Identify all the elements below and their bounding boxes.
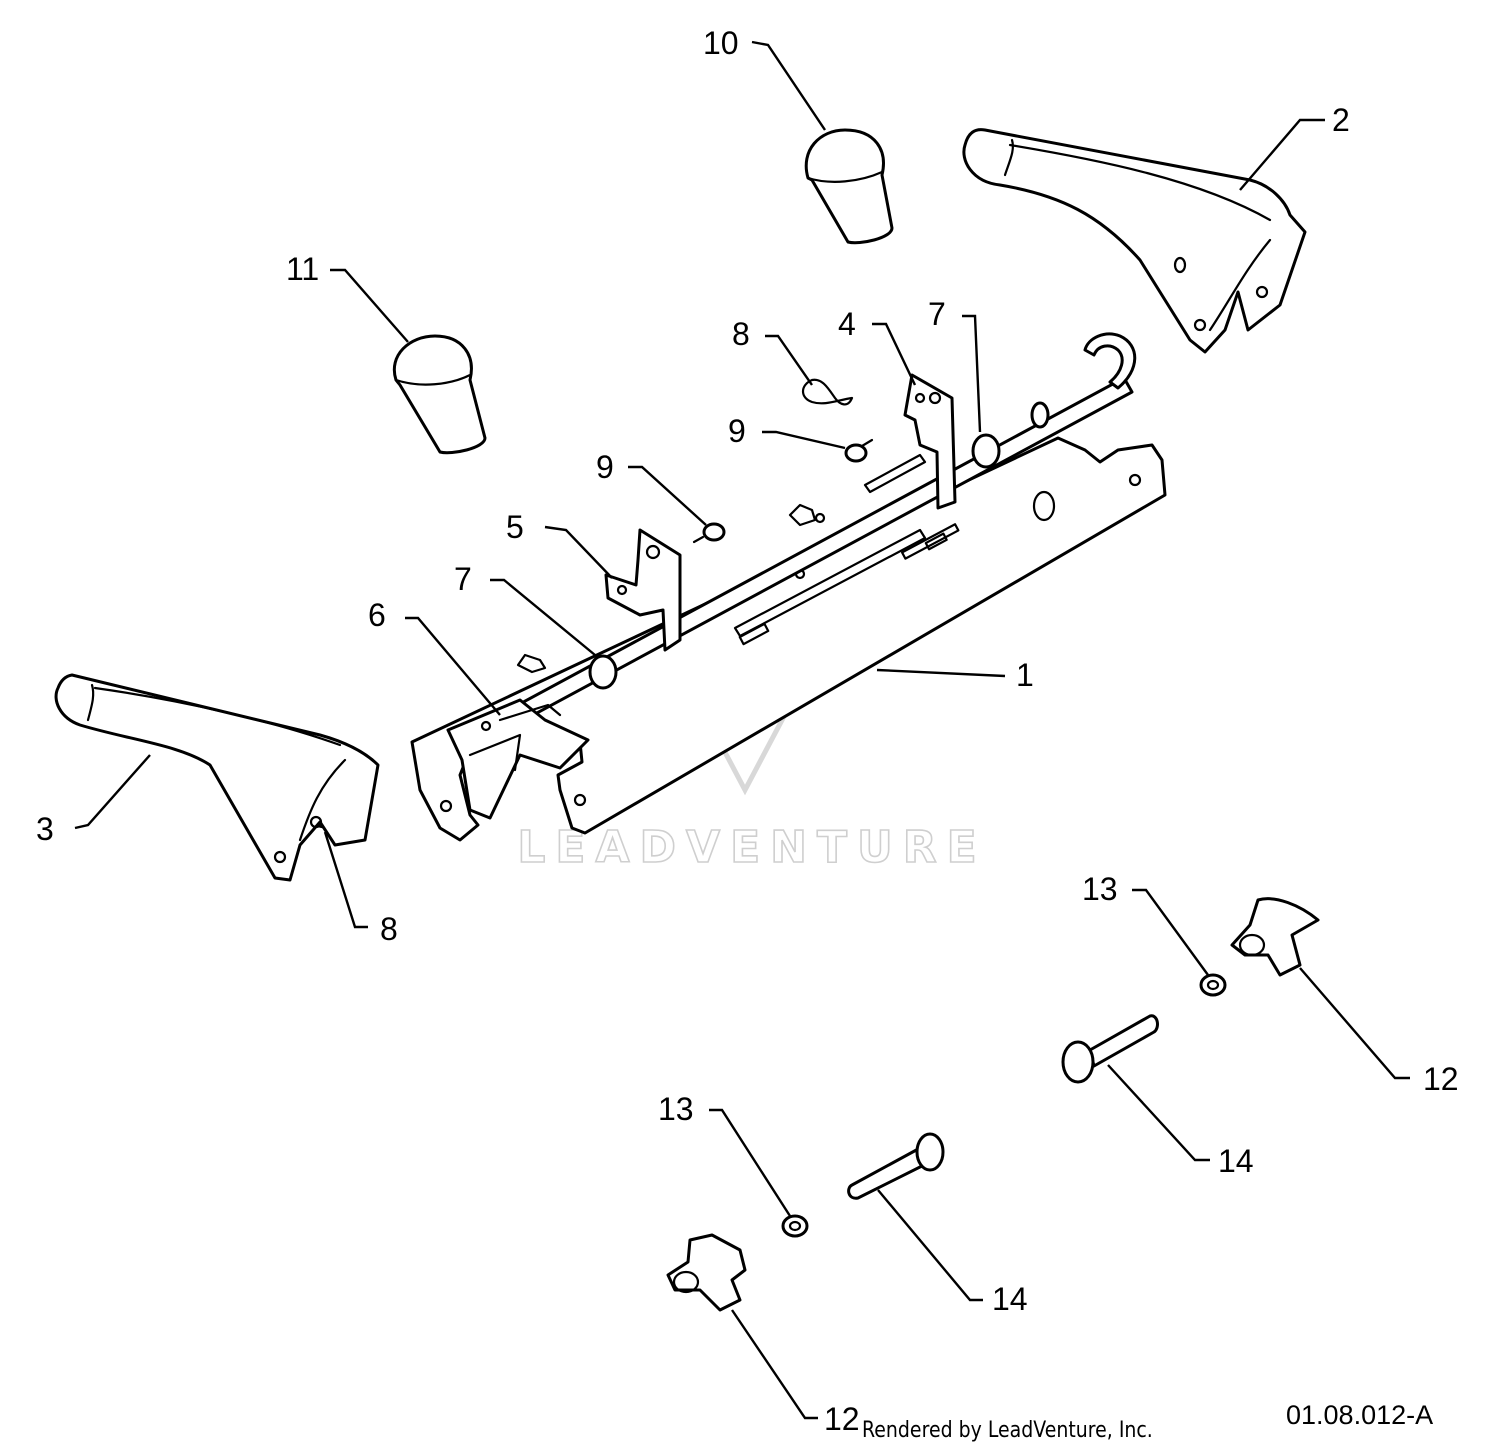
callout-2: 2 xyxy=(1332,102,1350,138)
callout-8-upper: 8 xyxy=(732,316,750,352)
part-12-star-knob-left xyxy=(666,1233,747,1312)
part-13-washer-right xyxy=(1199,973,1227,997)
callout-8-lower: 8 xyxy=(380,911,398,947)
part-14-carriage-bolt-left xyxy=(847,1132,945,1200)
callout-14-left: 14 xyxy=(992,1281,1028,1317)
part-9-bolt-upper xyxy=(844,438,874,463)
part-4-bracket xyxy=(863,373,957,510)
part-7-bushing-left xyxy=(588,654,618,690)
part-12-star-knob-right xyxy=(1230,897,1320,977)
watermark-text: LEADVENTURE xyxy=(517,822,986,873)
part-1-mounting-plate xyxy=(410,436,1167,842)
part-9-bolt-lower xyxy=(692,522,726,544)
rod-collar xyxy=(1030,401,1050,429)
leader-lines xyxy=(74,40,1410,1420)
callout-12-right: 12 xyxy=(1423,1061,1459,1097)
part-13-washer-left xyxy=(781,1214,809,1238)
callout-7-right: 7 xyxy=(928,296,946,332)
callout-13-right: 13 xyxy=(1082,871,1118,907)
figure-code: 01.08.012-A xyxy=(1286,1400,1434,1430)
part-3-handle-left xyxy=(54,673,380,882)
part-7-bushing-right xyxy=(971,433,1001,469)
callout-3: 3 xyxy=(36,811,54,847)
callout-6: 6 xyxy=(368,597,386,633)
part-11-knob xyxy=(392,334,487,455)
callout-11: 11 xyxy=(286,251,319,287)
part-10-knob xyxy=(804,128,894,245)
part-6-linkage xyxy=(446,698,590,820)
callout-1: 1 xyxy=(1016,657,1034,693)
callout-12-left: 12 xyxy=(824,1401,860,1437)
rendered-by-footer: Rendered by LeadVenture, Inc. xyxy=(862,1418,1153,1443)
part-5-bracket xyxy=(516,503,817,674)
part-14-carriage-bolt-right xyxy=(1061,1014,1159,1084)
callout-9-upper: 9 xyxy=(728,413,746,449)
part-8-hairpin-clip-upper xyxy=(801,378,854,406)
callout-7-left: 7 xyxy=(454,561,472,597)
callout-4: 4 xyxy=(838,306,856,342)
callout-13-left: 13 xyxy=(658,1091,694,1127)
callout-14-right: 14 xyxy=(1218,1143,1254,1179)
callout-10: 10 xyxy=(703,25,739,61)
callout-9-lower: 9 xyxy=(596,449,614,485)
callout-labels: 1 2 3 4 5 6 7 7 8 8 9 9 10 11 12 12 13 1… xyxy=(36,25,1459,1437)
callout-5: 5 xyxy=(506,509,524,545)
part-2-handle-right xyxy=(962,128,1307,354)
